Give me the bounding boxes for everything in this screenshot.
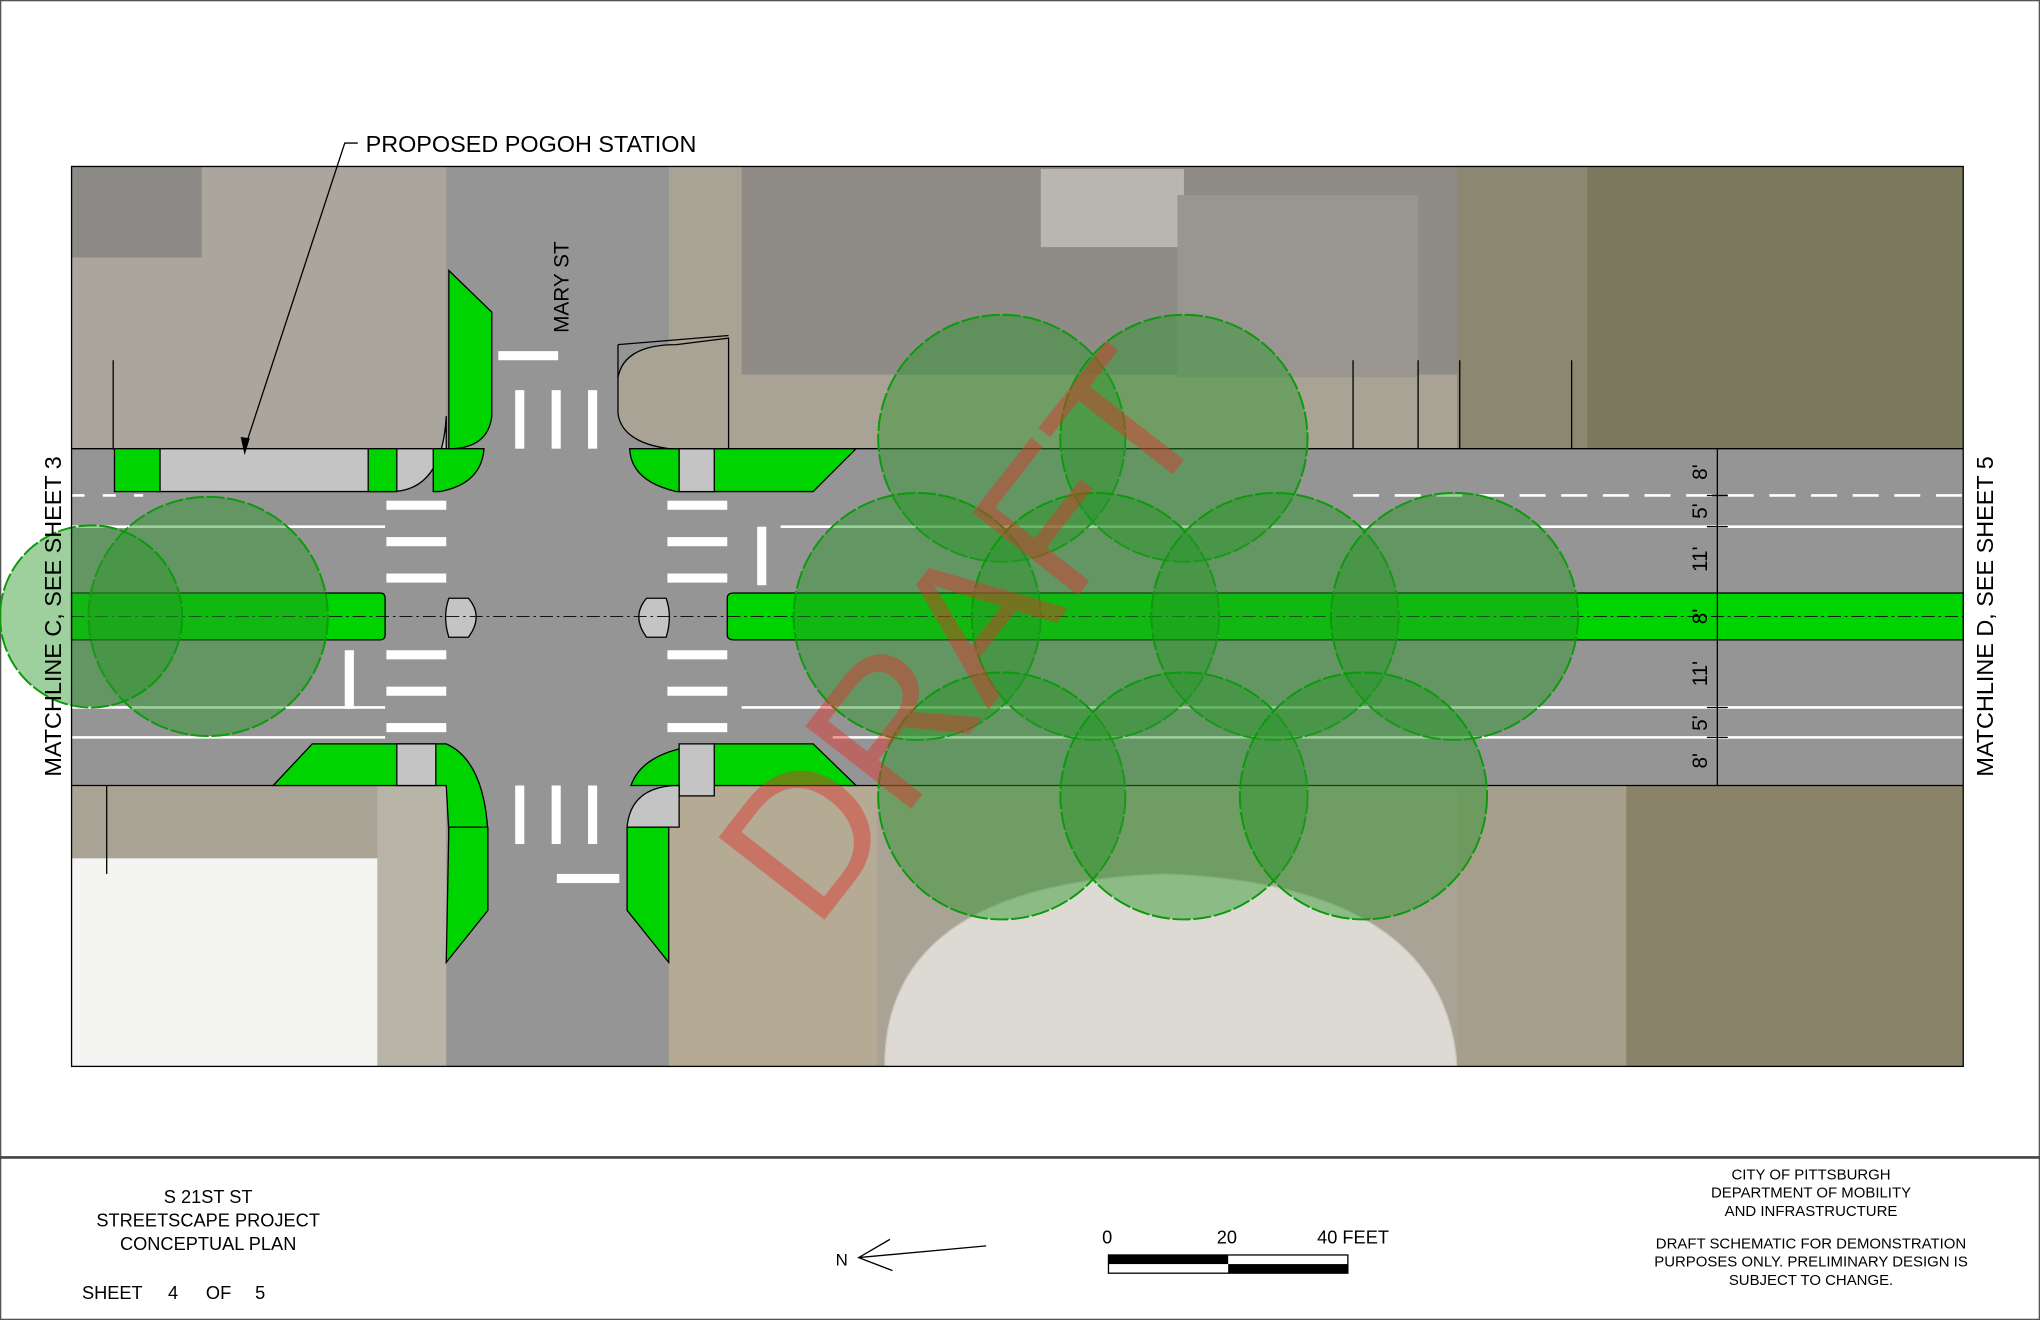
lane-markings [71,494,1964,739]
tree [1059,313,1309,563]
svg-text:CONCEPTUAL PLAN: CONCEPTUAL PLAN [120,1234,296,1254]
tree [970,491,1221,741]
svg-text:OF: OF [206,1283,231,1303]
svg-text:5: 5 [255,1283,265,1303]
median [70,592,1964,641]
tree [87,495,329,738]
svg-text:PURPOSES ONLY. PRELIMINARY DES: PURPOSES ONLY. PRELIMINARY DESIGN IS [1654,1254,1968,1271]
svg-text:DRAFT SCHEMATIC FOR DEMONSTRAT: DRAFT SCHEMATIC FOR DEMONSTRATION [1656,1235,1966,1252]
tree [1150,491,1400,741]
svg-text:11': 11' [1689,546,1712,572]
svg-text:11': 11' [1689,661,1712,687]
tree [877,671,1127,921]
svg-text:CITY OF PITTSBURGH: CITY OF PITTSBURGH [1731,1167,1890,1184]
svg-text:N: N [836,1250,848,1269]
tree [877,313,1127,563]
svg-text:8': 8' [1689,464,1712,480]
svg-text:5': 5' [1689,715,1712,731]
svg-text:SUBJECT TO CHANGE.: SUBJECT TO CHANGE. [1729,1272,1893,1289]
svg-text:AND INFRASTRUCTURE: AND INFRASTRUCTURE [1725,1203,1898,1220]
north-arrow-icon: N [836,1238,987,1272]
svg-text:DEPARTMENT OF MOBILITY: DEPARTMENT OF MOBILITY [1711,1185,1911,1202]
crosswalks [344,351,767,884]
svg-text:8': 8' [1689,609,1712,625]
svg-text:S 21ST ST: S 21ST ST [164,1187,253,1207]
property-lines [106,334,1573,874]
svg-text:4: 4 [168,1283,178,1303]
tree [1059,671,1309,921]
matchline-right: MATCHLINE D, SEE SHEET 5 [1972,456,1998,776]
title-block: S 21ST ST STREETSCAPE PROJECT CONCEPTUAL… [82,1167,1968,1304]
tree [1329,491,1580,741]
matchline-left: MATCHLINE C, SEE SHEET 3 [40,456,66,776]
svg-text:SHEET: SHEET [82,1283,143,1303]
svg-text:8': 8' [1689,753,1712,769]
svg-text:40 FEET: 40 FEET [1317,1227,1389,1247]
street-label-mary-st: MARY ST [551,241,574,333]
svg-text:20: 20 [1217,1227,1237,1247]
svg-text:0: 0 [1102,1227,1112,1247]
tree [792,491,1042,741]
proposed-trees [0,313,1580,921]
curb-extensions [111,268,858,965]
svg-text:5': 5' [1689,503,1712,519]
svg-text:STREETSCAPE PROJECT: STREETSCAPE PROJECT [96,1210,320,1230]
pogoh-station-label: PROPOSED POGOH STATION [366,131,697,157]
tree [1238,671,1489,921]
tree [0,524,184,709]
scale-bar: 0 20 40 FEET [1102,1227,1389,1274]
pogoh-callout: PROPOSED POGOH STATION [240,131,697,456]
cross-section-dimensions: 8' 5' 11' 8' 11' 5' 8' [1689,448,1728,786]
